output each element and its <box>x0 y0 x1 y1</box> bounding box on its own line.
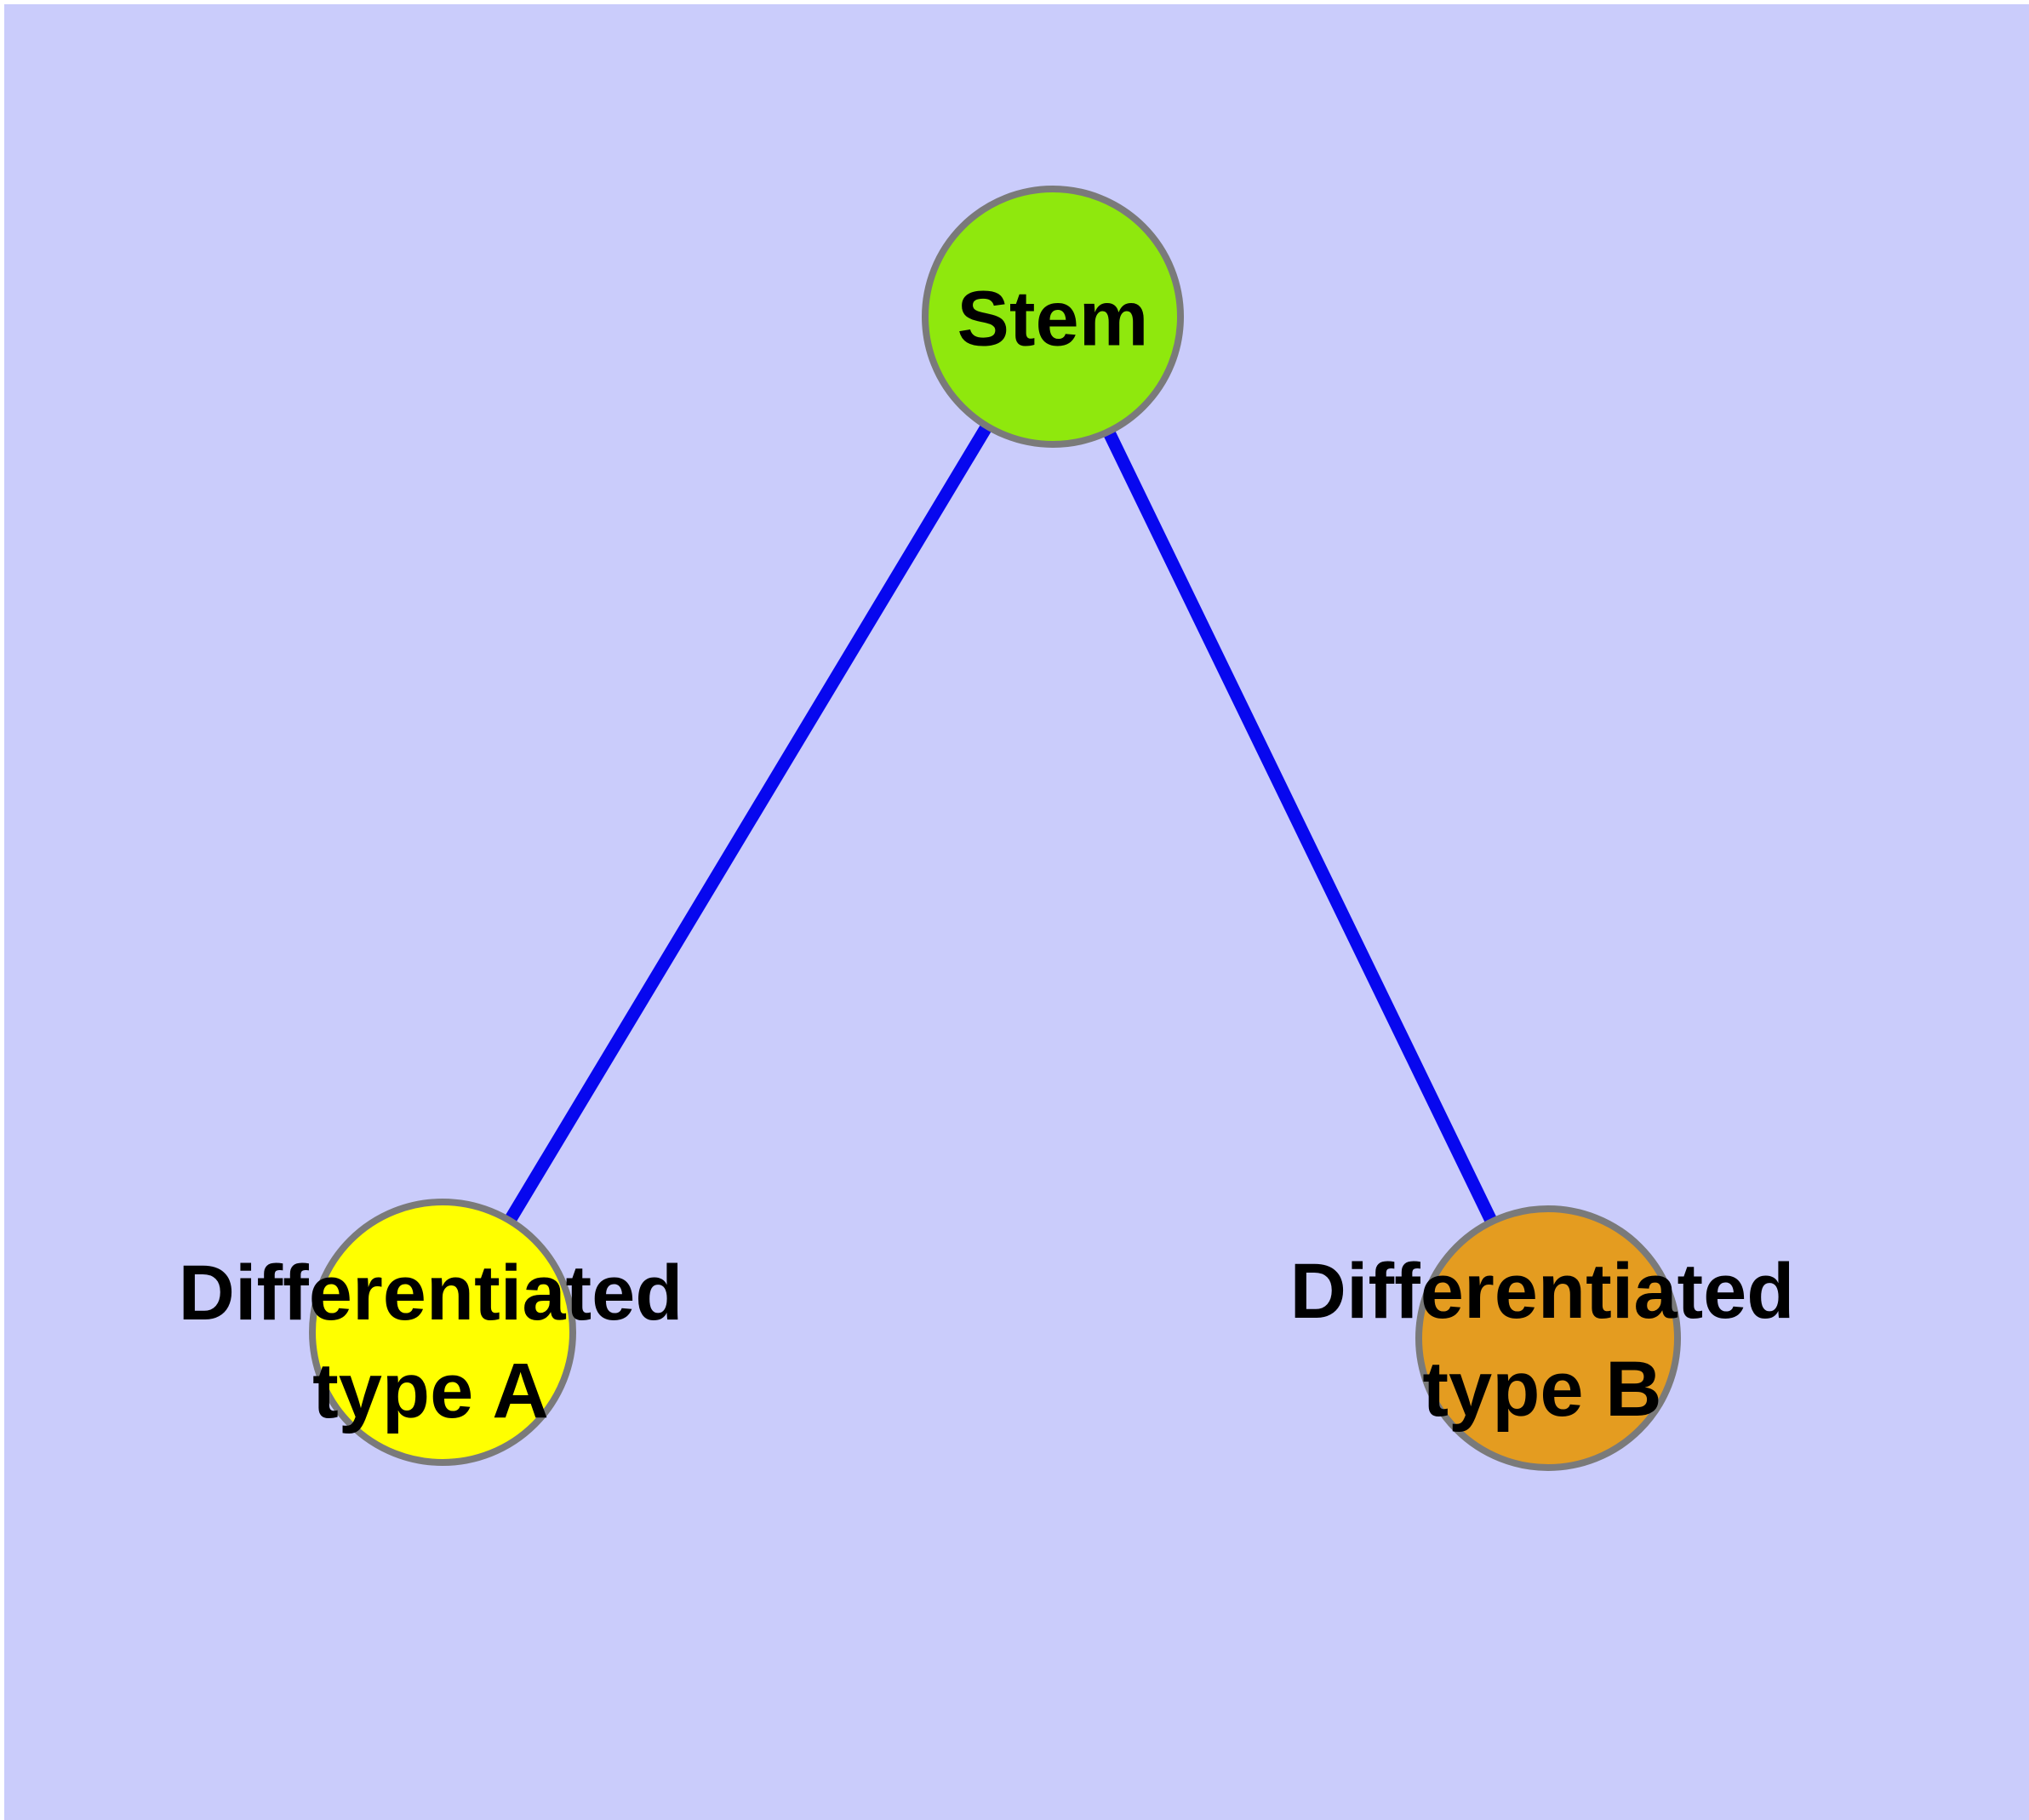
diagram-background: Stem Differentiated type A Differentiate… <box>4 4 2029 1820</box>
node-stem <box>922 186 1184 448</box>
node-differentiated-type-a <box>309 1199 576 1466</box>
node-differentiated-type-b-label: Differentiated type B <box>1289 1248 1795 1433</box>
node-differentiated-type-a-label: Differentiated type A <box>178 1250 683 1434</box>
node-differentiated-type-b <box>1415 1205 1681 1471</box>
diagram-canvas <box>309 186 1681 1471</box>
node-stem-label: Stem <box>957 275 1149 363</box>
edge-stem-to-type-b <box>1047 313 1554 1342</box>
edge-stem-to-type-a <box>437 313 1059 1336</box>
